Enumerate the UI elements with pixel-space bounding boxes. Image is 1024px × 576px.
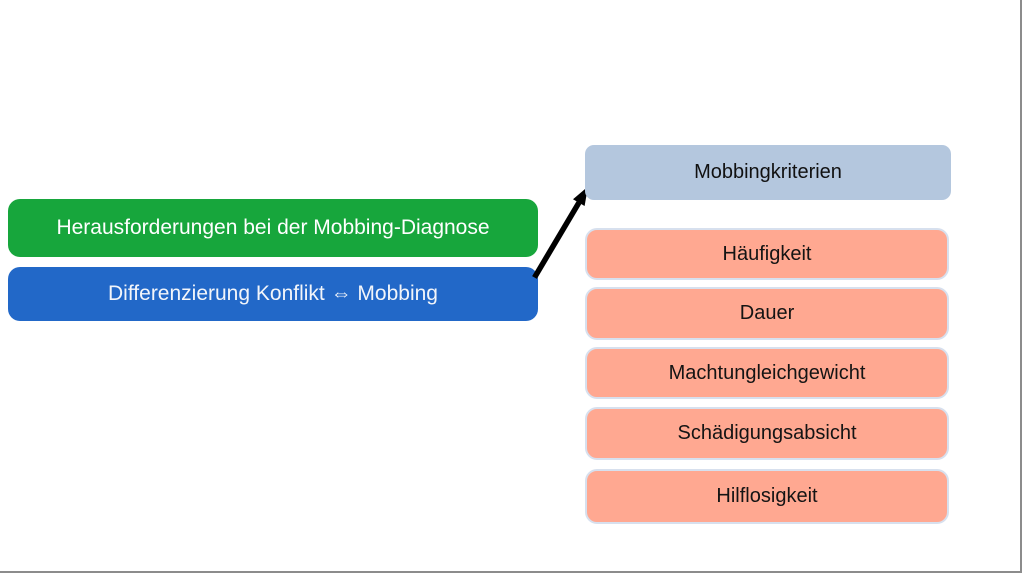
box-criterion-schaedigungsabsicht[interactable]: Schädigungsabsicht [585, 407, 949, 460]
criterion-label: Schädigungsabsicht [677, 422, 857, 444]
criterion-label: Hilflosigkeit [716, 485, 818, 507]
box-herausforderungen[interactable]: Herausforderungen bei der Mobbing-Diagno… [8, 199, 538, 257]
box-differenzierung-label: Differenzierung Konflikt ⇔ Mobbing [108, 282, 438, 305]
box-differenzierung[interactable]: Differenzierung Konflikt ⇔ Mobbing [8, 267, 538, 321]
box-criterion-haeufigkeit[interactable]: Häufigkeit [585, 228, 949, 280]
box-herausforderungen-label: Herausforderungen bei der Mobbing-Diagno… [56, 216, 490, 239]
criterion-label: Machtungleichgewicht [668, 361, 866, 384]
box-mobbingkriterien[interactable]: Mobbingkriterien [585, 145, 951, 200]
criterion-label: Dauer [739, 302, 795, 324]
arrow-head-icon [573, 186, 588, 206]
box-criterion-machtungleichgewicht[interactable]: Machtungleichgewicht [585, 347, 949, 399]
arrow-shaft [532, 201, 582, 279]
box-mobbingkriterien-label: Mobbingkriterien [694, 161, 842, 183]
arrow-connector[interactable] [520, 178, 600, 288]
box-criterion-hilflosigkeit[interactable]: Hilflosigkeit [585, 469, 949, 524]
criterion-label: Häufigkeit [722, 242, 812, 265]
box-criterion-dauer[interactable]: Dauer [585, 287, 949, 340]
